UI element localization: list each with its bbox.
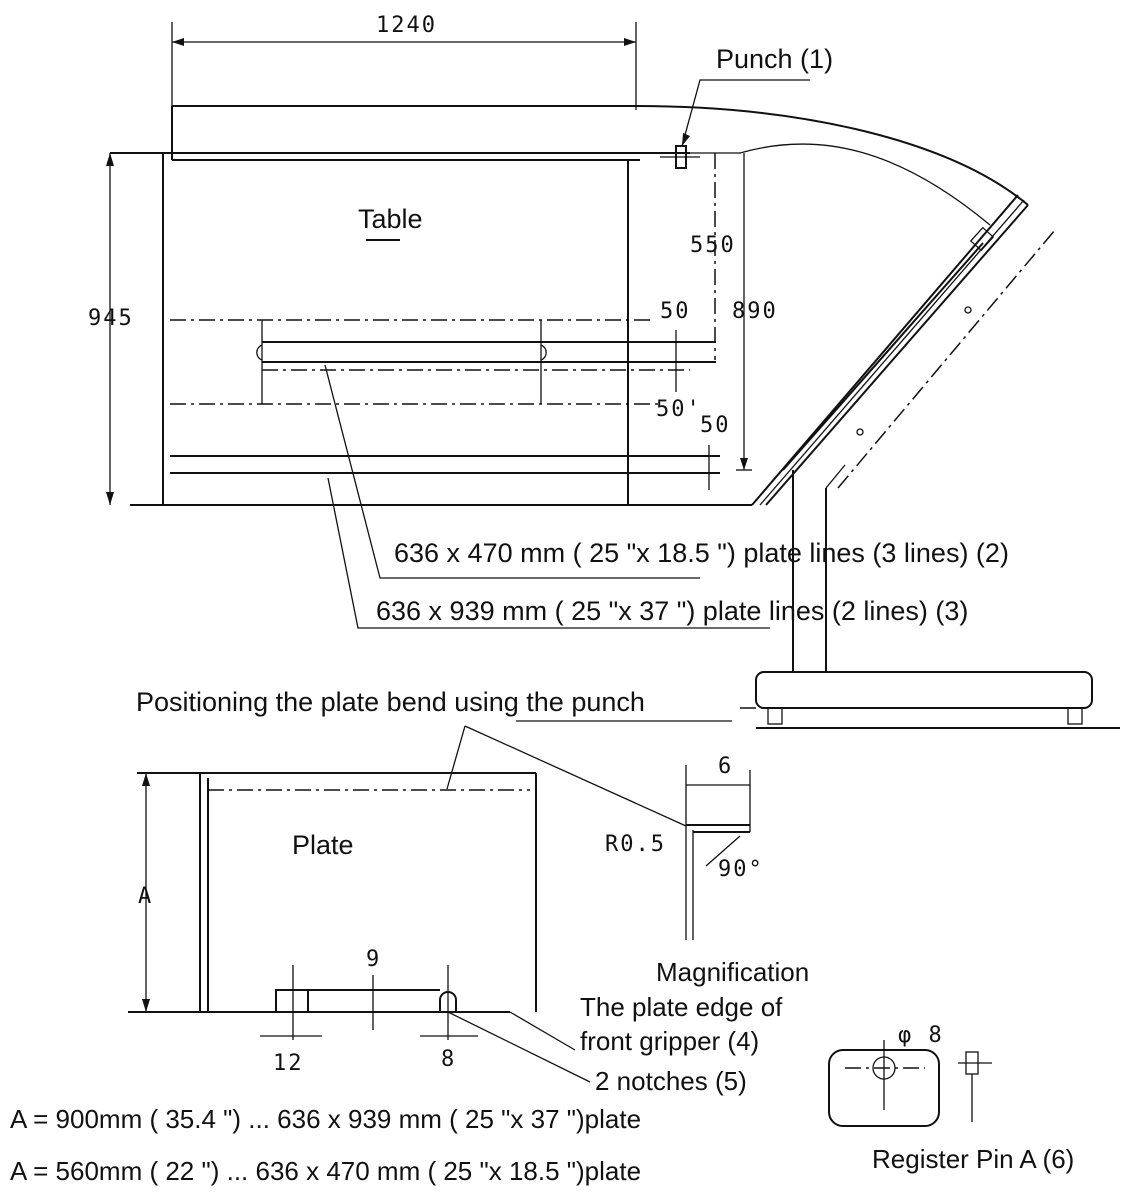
angle-90-label: 90° — [718, 857, 764, 882]
dim-890-label: 890 — [732, 299, 778, 324]
dim-12-label: 12 — [273, 1051, 304, 1076]
plate-lines-2-label: 636 x 939 mm ( 25 "x 37 ") plate lines (… — [376, 596, 968, 626]
notches-label: 2 notches (5) — [595, 1066, 747, 1096]
dimension-945: 945 — [88, 153, 134, 505]
plate-lines — [170, 319, 720, 474]
phi-8-label: φ 8 — [898, 1023, 944, 1048]
stand — [740, 464, 1120, 729]
dim-9-label: 9 — [366, 947, 381, 972]
positioning-leader-right — [464, 725, 687, 827]
dim-50-low-label: 50 — [700, 413, 731, 438]
dimension-550-890: 550 890 50 50' 50 — [656, 153, 778, 490]
dim-50-mid-label: 50' — [656, 397, 702, 422]
plate-lines-3-label: 636 x 470 mm ( 25 "x 18.5 ") plate lines… — [394, 538, 1009, 568]
r05-label: R0.5 — [605, 832, 666, 857]
dim-50-top-label: 50 — [660, 299, 691, 324]
notches: 9 12 8 — [260, 947, 591, 1083]
dimension-a: A — [138, 773, 153, 1012]
positioning-leader-left — [446, 725, 466, 790]
front-gripper-label-1: The plate edge of — [580, 992, 783, 1022]
dim-a-label: A — [138, 884, 153, 909]
table-outline — [110, 105, 1029, 506]
formula-line-2: A = 560mm ( 22 ") ... 636 x 470 mm ( 25 … — [10, 1156, 641, 1186]
dim-1240-label: 1240 — [376, 13, 437, 38]
dim-8-label: 8 — [441, 1047, 456, 1072]
magnification-label: Magnification — [656, 957, 809, 987]
punch-label: Punch (1) — [716, 44, 833, 74]
positioning-label: Positioning the plate bend using the pun… — [136, 687, 645, 717]
ramp — [751, 194, 1056, 506]
dimension-1240: 1240 — [171, 13, 637, 110]
front-gripper-label-2: front gripper (4) — [580, 1026, 759, 1056]
table-label: Table — [358, 204, 423, 234]
plate-label: Plate — [292, 830, 354, 860]
register-pin-label: Register Pin A (6) — [872, 1144, 1074, 1174]
formula-line-1: A = 900mm ( 35.4 ") ... 636 x 939 mm ( 2… — [10, 1104, 641, 1134]
plate-lines-leaders: 636 x 470 mm ( 25 "x 18.5 ") plate lines… — [324, 364, 1009, 629]
register-pin: φ 8 Register Pin A (6) — [828, 1023, 1074, 1174]
dim-6-label: 6 — [718, 754, 733, 779]
dim-550-label: 550 — [690, 233, 736, 258]
plate-outline: Plate — [128, 772, 576, 1051]
magnification-detail: 6 R0.5 90° Magnification — [605, 754, 809, 987]
dim-945-label: 945 — [88, 306, 134, 331]
punch: Punch (1) — [660, 44, 833, 169]
